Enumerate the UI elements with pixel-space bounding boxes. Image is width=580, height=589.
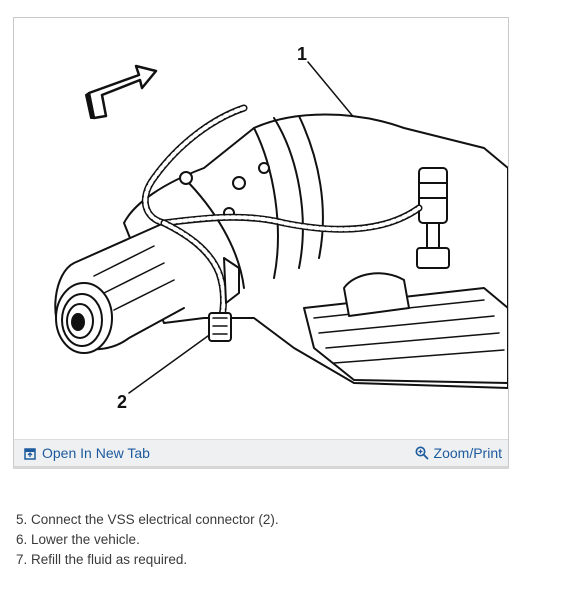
step-item: 7. Refill the fluid as required. xyxy=(16,552,188,567)
figure-panel: 1 2 xyxy=(13,17,509,469)
magnifier-icon xyxy=(415,446,429,460)
callout-2-leader xyxy=(128,327,220,394)
step-item: 6. Lower the vehicle. xyxy=(16,532,140,547)
transmission-vss-illustration: 1 2 xyxy=(54,44,508,412)
front-direction-arrow-icon xyxy=(85,64,158,120)
open-in-new-tab-link[interactable]: Open In New Tab xyxy=(24,445,150,461)
vss-connector xyxy=(208,312,232,342)
figure-toolbar: Open In New Tab Zoom/Print xyxy=(14,439,508,466)
callout-2-label: 2 xyxy=(117,392,127,412)
procedure-steps: 5. Connect the VSS electrical connector … xyxy=(16,510,279,570)
step-item: 5. Connect the VSS electrical connector … xyxy=(16,512,279,527)
zoom-print-label: Zoom/Print xyxy=(433,445,502,461)
open-in-new-tab-label: Open In New Tab xyxy=(42,445,150,461)
callout-1-label: 1 xyxy=(297,44,307,64)
zoom-print-link[interactable]: Zoom/Print xyxy=(415,445,502,461)
open-in-new-tab-icon xyxy=(24,447,36,460)
